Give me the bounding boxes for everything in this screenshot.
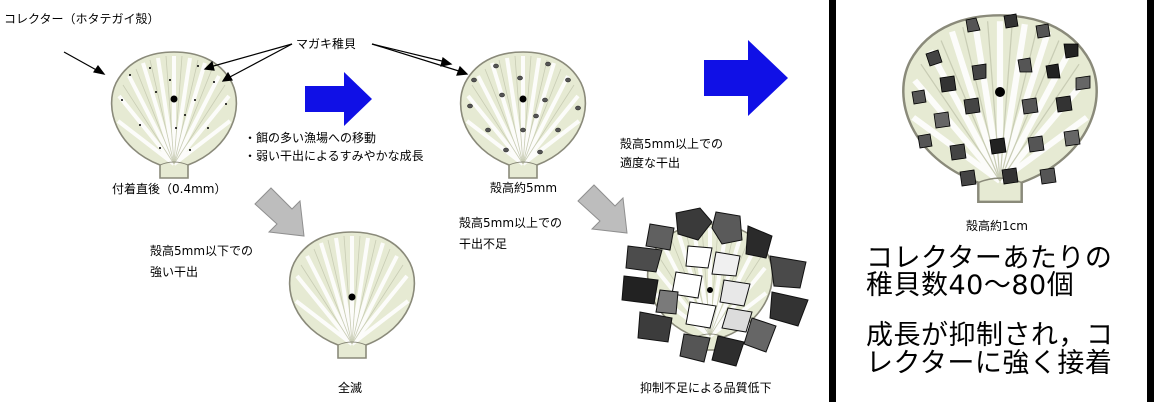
- label-height-5mm: 殻高約5mm: [490, 180, 557, 196]
- summary-line-2: 稚貝数40～80個: [866, 272, 1074, 299]
- label-move-1: ・餌の多い漁場への移動: [244, 130, 376, 146]
- label-proper-exposure-2: 適度な干出: [620, 155, 680, 171]
- blue-arrow-1: [305, 72, 372, 126]
- label-proper-exposure-1: 殻高5mm以上での: [620, 136, 723, 152]
- summary-line-3: 成長が抑制され，コ: [866, 322, 1114, 349]
- label-quality-drop: 抑制不足による品質低下: [640, 380, 772, 396]
- shell-all-dead: [290, 232, 415, 358]
- shell-after-attach: [112, 52, 237, 178]
- label-collector: コレクター（ホタテガイ殻）: [4, 11, 160, 27]
- label-strong-exposure-1: 殻高5mm以下での: [150, 243, 253, 259]
- shell-quality-drop: [622, 208, 808, 366]
- label-after-attach: 付着直後（0.4mm）: [112, 181, 226, 197]
- label-insufficient-1: 殻高5mm以上での: [459, 215, 562, 231]
- gray-arrow-1: [255, 188, 304, 236]
- label-spat: マガキ稚貝: [296, 36, 356, 52]
- section-divider: [829, 0, 836, 402]
- right-border: [1147, 0, 1154, 402]
- shell-5mm: [461, 52, 586, 178]
- label-all-dead: 全滅: [338, 380, 362, 396]
- summary-line-4: レクターに強く接着: [866, 350, 1112, 377]
- gray-arrow-2: [578, 185, 627, 233]
- blue-arrow-2: [704, 40, 788, 116]
- summary-line-1: コレクターあたりの: [866, 245, 1112, 272]
- label-strong-exposure-2: 強い干出: [150, 264, 198, 280]
- shell-1cm: [903, 14, 1096, 202]
- label-move-2: ・弱い干出によるすみやかな成長: [244, 148, 424, 164]
- label-insufficient-2: 干出不足: [459, 236, 507, 252]
- label-height-1cm: 殻高約1cm: [966, 218, 1028, 234]
